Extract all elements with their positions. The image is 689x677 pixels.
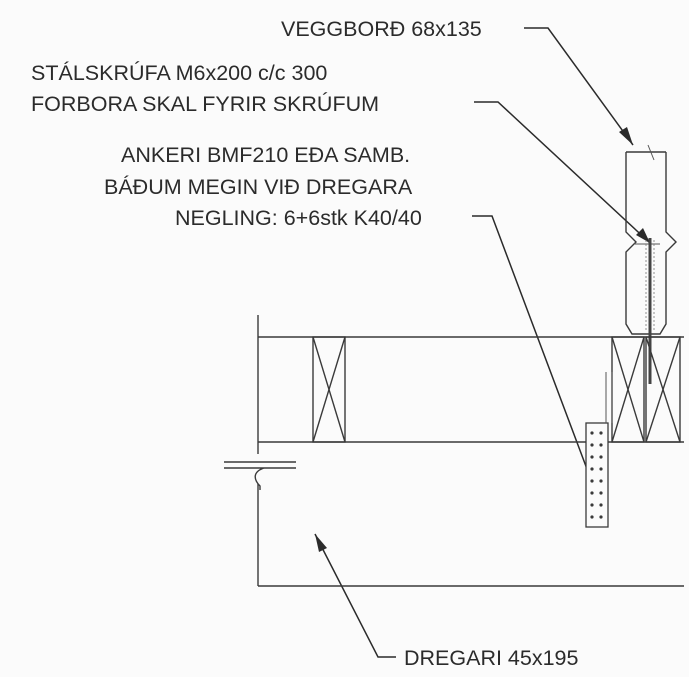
anchor-nails <box>590 431 603 519</box>
anchor-bracket <box>585 372 613 528</box>
leader-beam <box>314 533 396 658</box>
label-beam: DREGARI 45x195 <box>404 646 579 670</box>
break-symbol <box>224 461 296 490</box>
wall-plate <box>625 144 677 335</box>
leader-anchor <box>472 215 597 494</box>
label-screw-line1: STÁLSKRÚFA M6x200 c/c 300 <box>31 60 327 85</box>
steel-screw <box>645 238 655 384</box>
label-anchor-line1: ANKERI BMF210 EÐA SAMB. <box>121 143 410 167</box>
label-anchor-line2: BÁÐUM MEGIN VIÐ DREGARA <box>104 174 413 199</box>
label-anchor-line3: NEGLING: 6+6stk K40/40 <box>175 206 422 230</box>
leader-screw <box>474 101 651 244</box>
label-wall-plate: VEGGBORÐ 68x135 <box>281 17 482 41</box>
label-screw-line2: FORBORA SKAL FYRIR SKRÚFUM <box>31 91 379 116</box>
blocking-left <box>312 336 346 443</box>
blocking-right <box>611 336 681 443</box>
leader-wall-plate <box>524 27 634 146</box>
